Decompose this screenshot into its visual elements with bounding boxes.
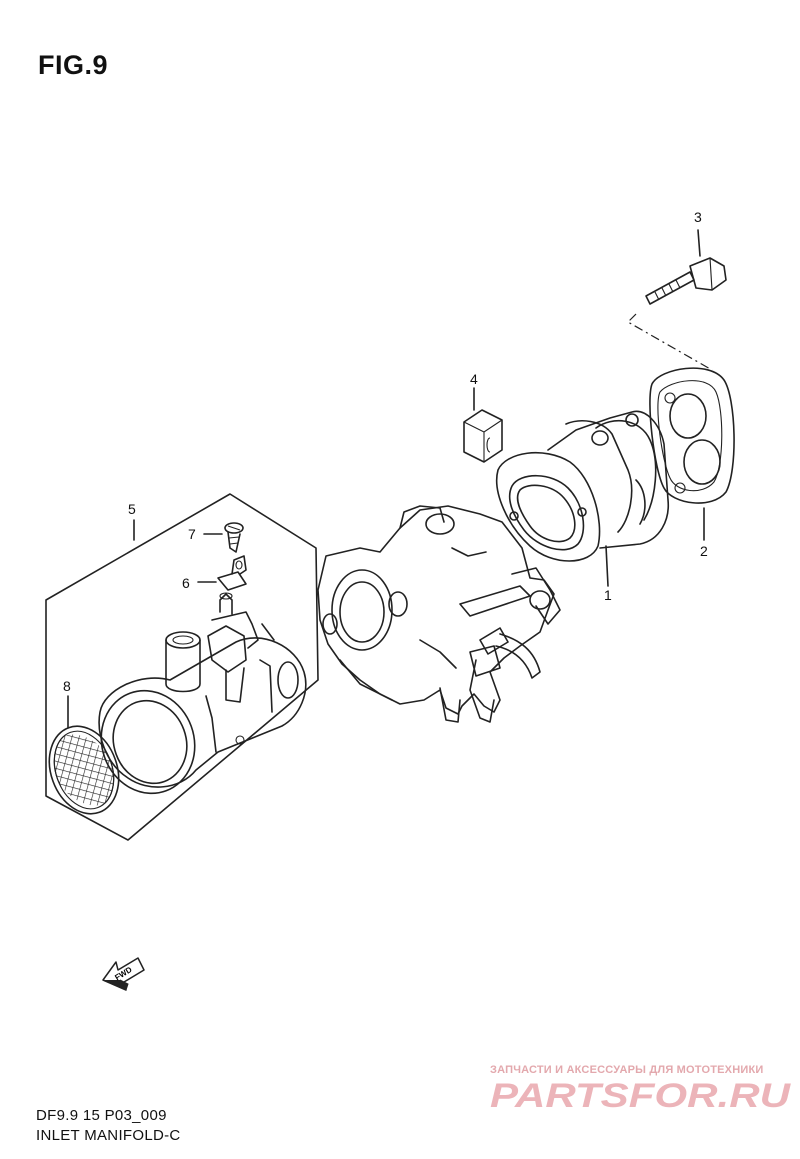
bolt-part[interactable] [645, 229, 727, 305]
callout-7: 7 [188, 526, 196, 542]
cap-part[interactable] [463, 409, 503, 463]
fwd-arrow-icon: FWD [102, 957, 145, 991]
footer-code: DF9.9 15 P03_009 [36, 1107, 167, 1124]
bolt-leader-line [627, 313, 713, 371]
callout-1: 1 [604, 587, 612, 603]
carburetor-body [317, 505, 561, 723]
callout-8: 8 [63, 678, 71, 694]
clip-part[interactable] [217, 555, 247, 591]
intake-silencer [98, 592, 307, 795]
mesh-screen-part[interactable] [38, 716, 131, 823]
callout-4: 4 [470, 371, 478, 387]
screw-part[interactable] [224, 522, 244, 553]
watermark-logo: PARTSFOR.RU [490, 1077, 792, 1115]
assembly-box-outline [45, 493, 319, 841]
leader-1 [605, 545, 609, 587]
callout-2: 2 [700, 543, 708, 559]
footer-name: INLET MANIFOLD-C [36, 1127, 181, 1144]
watermark-caption: ЗАПЧАСТИ И АКСЕССУАРЫ ДЛЯ МОТОТЕХНИКИ [490, 1064, 764, 1076]
inlet-manifold-part[interactable] [496, 410, 669, 562]
page-title: FIG.9 [38, 50, 109, 80]
callout-6: 6 [182, 575, 190, 591]
callout-5: 5 [128, 501, 136, 517]
callout-3: 3 [694, 209, 702, 225]
